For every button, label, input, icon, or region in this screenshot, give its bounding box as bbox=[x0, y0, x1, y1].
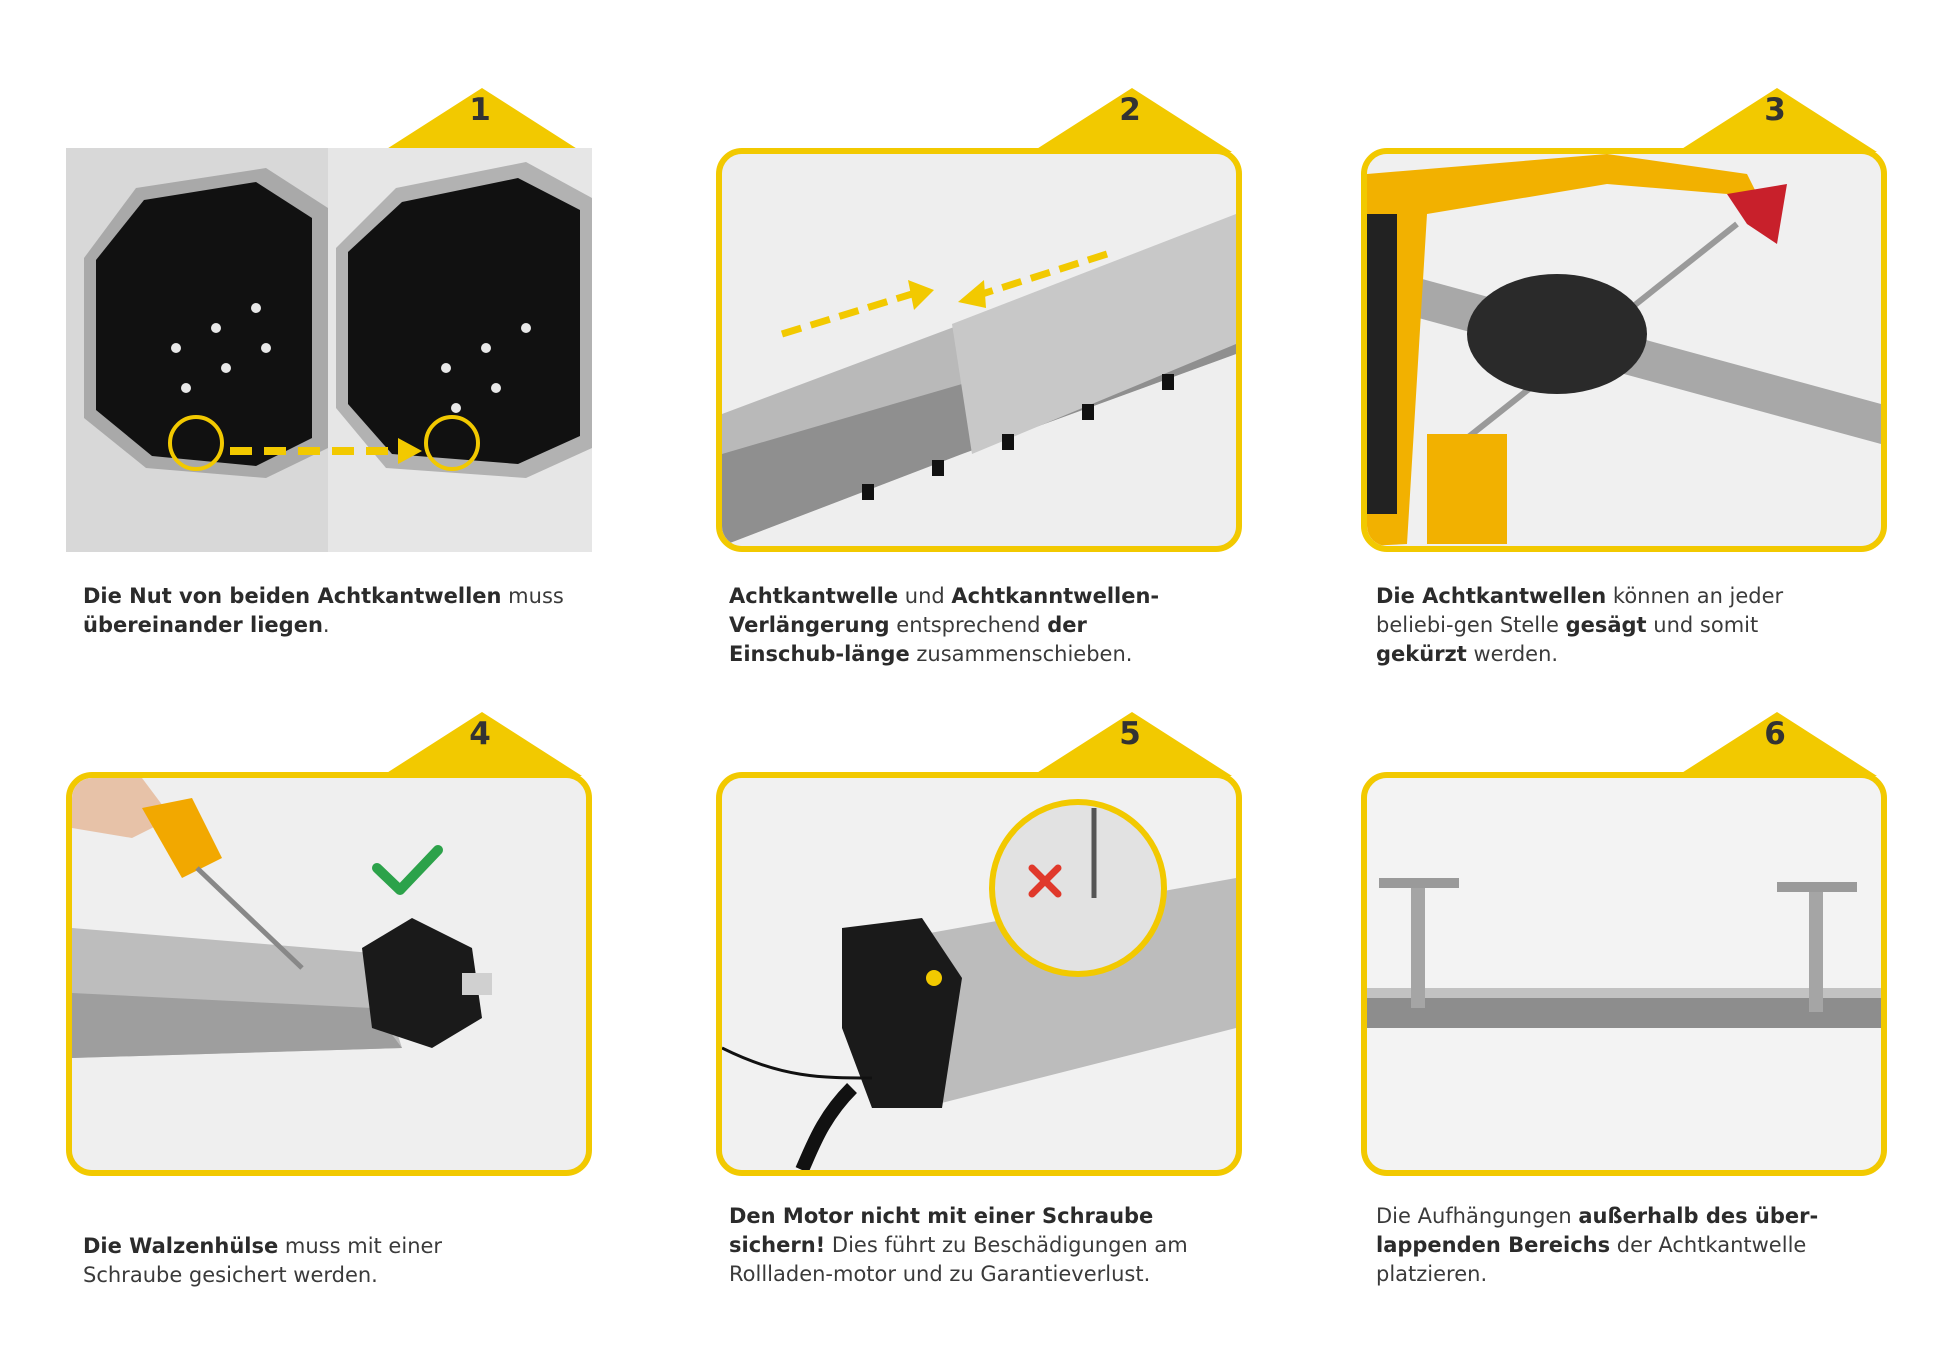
caption-text: und bbox=[898, 584, 952, 608]
step-photo bbox=[1361, 148, 1887, 552]
step-2-caption: Achtkantwelle und Achtkanntwellen-Verlän… bbox=[729, 582, 1189, 669]
caption-text-bold: übereinander liegen bbox=[83, 613, 323, 637]
motor-screw-warning-photo bbox=[722, 778, 1236, 1170]
caption-text-bold: gesägt bbox=[1565, 613, 1647, 637]
step-5-caption: Den Motor nicht mit einer Schraube siche… bbox=[729, 1202, 1209, 1289]
caption-text-bold: gekürzt bbox=[1376, 642, 1467, 666]
caption-text: entsprechend bbox=[889, 613, 1048, 637]
caption-text: können an jeder beliebi-gen Stelle bbox=[1376, 584, 1784, 637]
caption-text-bold: Den Motor nicht mit einer Schraube siche… bbox=[729, 1204, 1154, 1257]
step-2: 2 bbox=[716, 88, 1242, 552]
step-1-caption: Die Nut von beiden Achtkantwellen muss ü… bbox=[83, 582, 643, 640]
step-number-tab: 4 bbox=[382, 712, 582, 776]
step-3: 3 bbox=[1361, 88, 1887, 552]
step-6-caption: Die Aufhängungen außerhalb des über-lapp… bbox=[1376, 1202, 1896, 1289]
step-photo bbox=[716, 148, 1242, 552]
hacksaw-photo bbox=[1367, 154, 1881, 546]
step-6: 6 bbox=[1361, 712, 1887, 1176]
screwdriver-photo bbox=[72, 778, 586, 1170]
caption-text: . bbox=[322, 613, 330, 637]
step-number: 5 bbox=[1119, 716, 1141, 752]
caption-text: und somit bbox=[1646, 613, 1759, 637]
caption-text: Die Aufhängungen bbox=[1376, 1204, 1579, 1228]
step-1: 1 bbox=[66, 88, 592, 552]
caption-text-bold: Die Walzenhülse bbox=[83, 1234, 279, 1258]
step-3-caption: Die Achtkantwellen können an jeder belie… bbox=[1376, 582, 1846, 669]
step-number: 4 bbox=[469, 716, 491, 752]
caption-text: zusammenschieben. bbox=[909, 642, 1133, 666]
step-number: 2 bbox=[1119, 92, 1141, 128]
step-number-tab: 2 bbox=[1032, 88, 1232, 152]
caption-text-bold: Achtkanntwellen-Verlängerung bbox=[729, 584, 1160, 637]
caption-text: Dies führt zu Beschädigungen am Rolllade… bbox=[729, 1233, 1188, 1286]
caption-text-bold: Achtkantwelle bbox=[729, 584, 899, 608]
step-number-tab: 3 bbox=[1677, 88, 1877, 152]
caption-text: werden. bbox=[1466, 642, 1559, 666]
shaft-extension-photo bbox=[722, 154, 1236, 546]
step-number-tab: 1 bbox=[382, 88, 582, 152]
shaft-brackets-photo bbox=[1367, 778, 1881, 1170]
caption-text: muss bbox=[501, 584, 564, 608]
step-number-tab: 6 bbox=[1677, 712, 1877, 776]
step-5: 5 bbox=[716, 712, 1242, 1176]
caption-text-bold: außerhalb des über-lappenden Bereichs bbox=[1376, 1204, 1819, 1257]
caption-text: der Achtkantwelle platzieren. bbox=[1376, 1233, 1807, 1286]
step-number: 1 bbox=[469, 92, 491, 128]
caption-text-bold: der Einschub-länge bbox=[729, 613, 1087, 666]
octagonal-shaft-groove-photo bbox=[66, 148, 592, 552]
step-photo bbox=[66, 772, 592, 1176]
step-4-caption: Die Walzenhülse muss mit einer Schraube … bbox=[83, 1232, 543, 1290]
step-number: 3 bbox=[1764, 92, 1786, 128]
step-photo bbox=[716, 772, 1242, 1176]
step-number: 6 bbox=[1764, 716, 1786, 752]
step-number-tab: 5 bbox=[1032, 712, 1232, 776]
step-photo bbox=[1361, 772, 1887, 1176]
step-4: 4 bbox=[66, 712, 592, 1176]
step-photo bbox=[66, 148, 592, 552]
caption-text-bold: Die Achtkantwellen bbox=[1376, 584, 1607, 608]
caption-text: muss mit einer Schraube gesichert werden… bbox=[83, 1234, 443, 1287]
caption-text-bold: Die Nut von beiden Achtkantwellen bbox=[83, 584, 502, 608]
